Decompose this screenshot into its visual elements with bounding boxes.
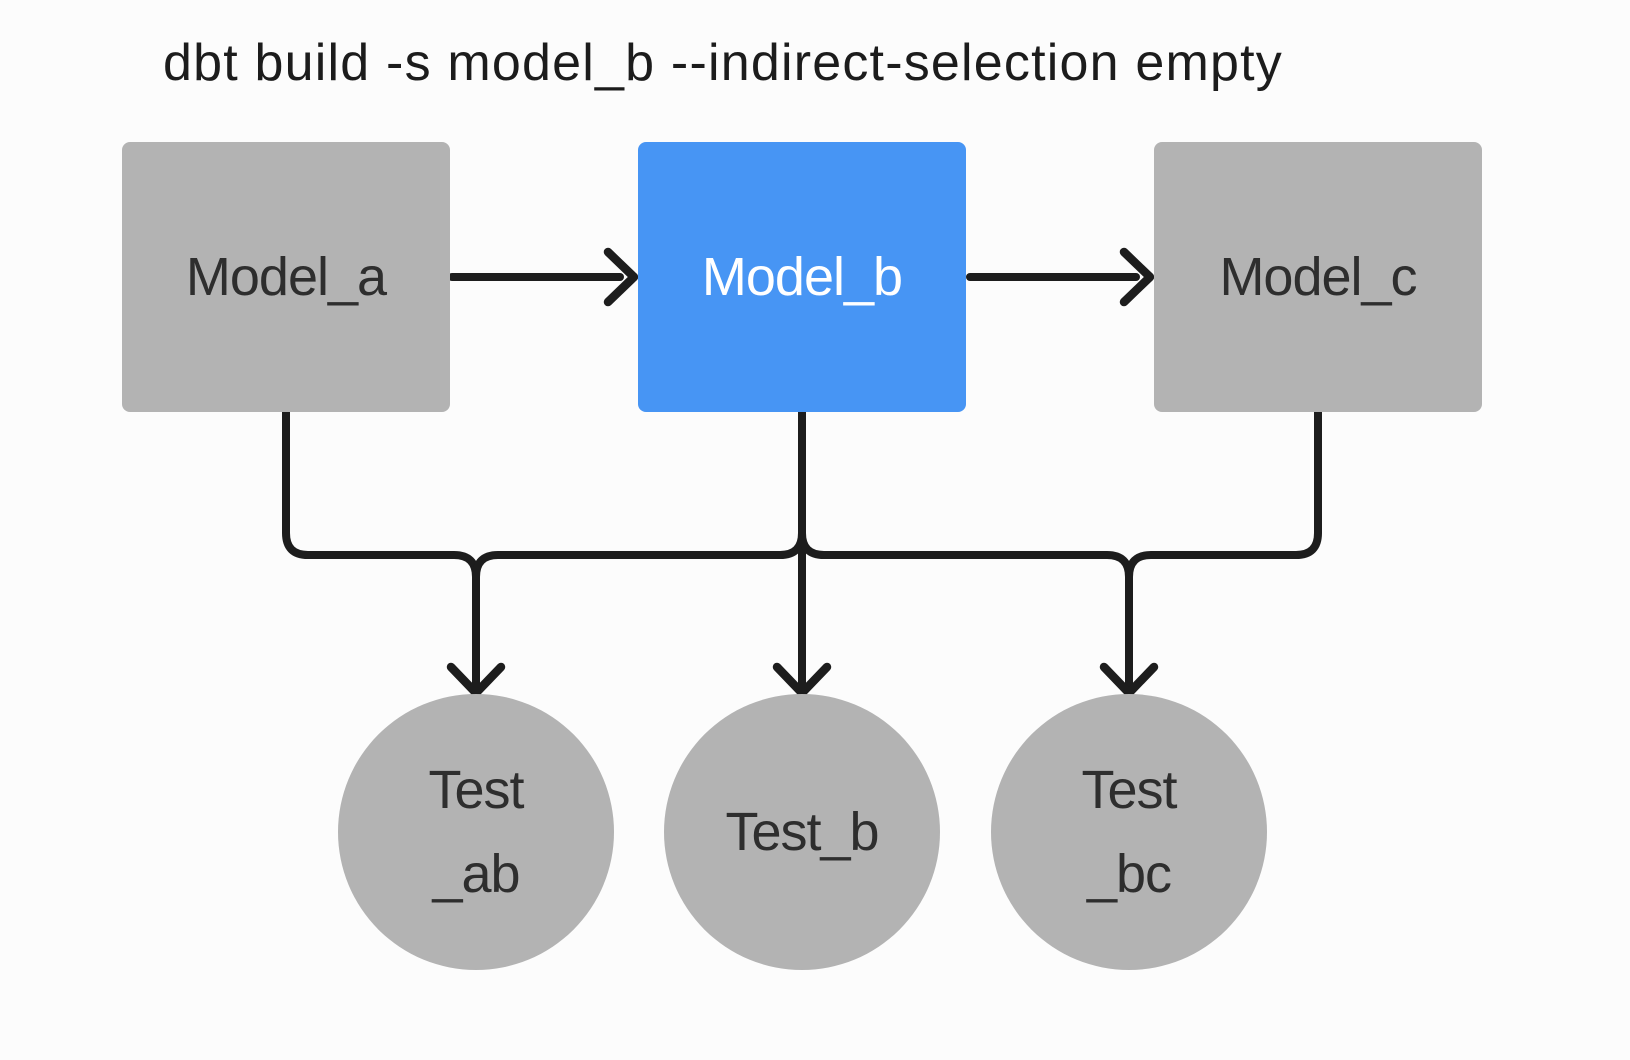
model-a-label: Model_a bbox=[185, 247, 387, 307]
arrowhead-test-b bbox=[772, 662, 832, 698]
model-c-label: Model_c bbox=[1219, 247, 1417, 307]
edge-model-b-to-model-c bbox=[966, 247, 1155, 307]
test-ab-node: Test _ab bbox=[338, 694, 614, 970]
command-title: dbt build -s model_b --indirect-selectio… bbox=[163, 34, 1283, 92]
model-b-node: Model_b bbox=[638, 142, 966, 412]
model-c-node: Model_c bbox=[1154, 142, 1482, 412]
arrowhead-test-bc bbox=[1099, 662, 1159, 698]
arrowhead-model-b bbox=[603, 247, 639, 307]
edge-model-a-to-test-ab bbox=[282, 408, 480, 690]
model-b-label: Model_b bbox=[701, 247, 903, 307]
test-b-label-line1: Test_b bbox=[725, 802, 879, 862]
test-bc-label-line2: _bc bbox=[1086, 844, 1172, 904]
model-a-node: Model_a bbox=[122, 142, 450, 412]
arrowhead-model-c bbox=[1119, 247, 1155, 307]
arrowhead-test-ab bbox=[446, 662, 506, 698]
test-b-node: Test_b bbox=[664, 694, 940, 970]
edge-model-c-to-test-bc bbox=[1125, 408, 1322, 690]
test-ab-label-line2: _ab bbox=[432, 844, 520, 904]
test-bc-label-line1: Test bbox=[1081, 760, 1177, 820]
edge-model-b-to-test-bc bbox=[798, 408, 1133, 690]
test-bc-node: Test _bc bbox=[991, 694, 1267, 970]
test-ab-label-line1: Test bbox=[428, 760, 524, 820]
edge-model-b-to-test-ab bbox=[472, 408, 806, 690]
edge-model-a-to-model-b bbox=[448, 247, 639, 307]
